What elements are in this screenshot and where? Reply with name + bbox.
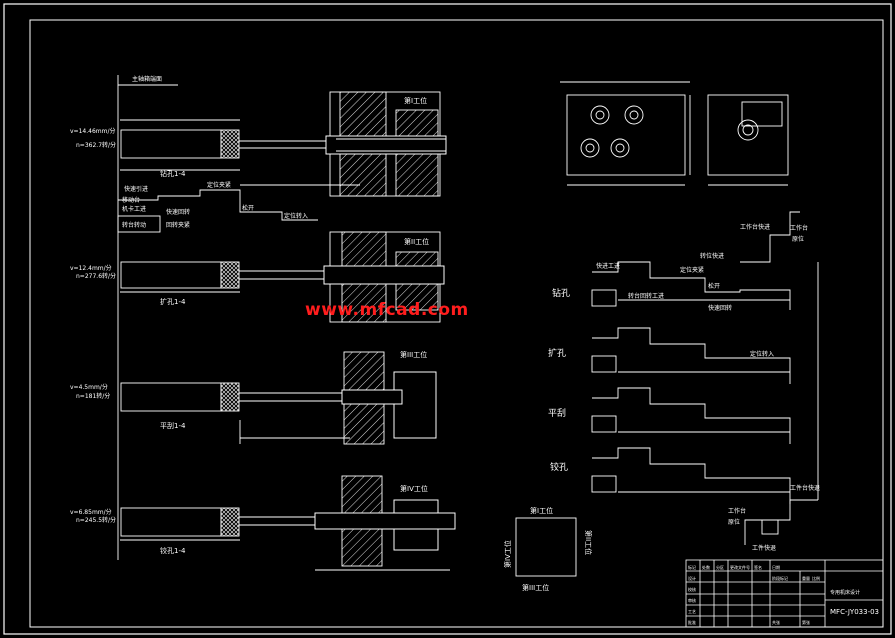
outer-frame <box>3 3 892 635</box>
title-block-cell-9: 工艺 <box>688 609 696 614</box>
station-1-tooling <box>120 91 447 197</box>
title-block-cell-4: 签名 <box>754 564 762 570</box>
title-block-cell-5: 日期 <box>772 564 780 570</box>
small-cycle-right-1: 定位转入 <box>284 212 308 220</box>
right-cycle-bottom-2: 原位 <box>728 518 740 526</box>
small-cycle-right-0: 松开 <box>242 204 254 212</box>
title-block <box>685 559 884 628</box>
station-2-tooling <box>120 231 445 323</box>
small-cycle-top-1: 定位夹紧 <box>207 181 231 189</box>
station-3-op-label: 平刮1-4 <box>160 421 186 430</box>
small-cycle-left-2: 转台转动 <box>122 221 146 229</box>
square-label-left: 第IV工位 <box>503 540 512 568</box>
right-cycle-side-3: 铰孔 <box>550 461 568 473</box>
title-block-project: 专用机床设计 <box>830 589 860 596</box>
title-block-cell-10: 批准 <box>688 619 696 625</box>
right-cycle-top-2: 原位 <box>792 235 804 243</box>
right-cycle-block-4: 快速回转 <box>708 304 732 312</box>
station-3-tooling <box>120 351 437 445</box>
station-2-title: 第II工位 <box>404 237 429 246</box>
right-cycle-block-0: 快进工进 <box>596 262 620 270</box>
right-cycle-bottom-0: 工件台快退 <box>790 484 820 492</box>
title-block-cell-15: 第张 <box>802 619 810 625</box>
station-4-speed-a: v=6.85mm/分 <box>70 508 112 516</box>
part-side-view <box>707 94 789 176</box>
station-1-title: 第I工位 <box>404 96 427 105</box>
right-cycle-bottom-3: 工件快退 <box>752 544 776 552</box>
part-views <box>560 81 789 186</box>
right-cycle-top-3: 转位快进 <box>700 252 724 260</box>
right-cycle-block-3: 转台回转工进 <box>628 292 664 300</box>
title-block-cell-11: 阶段标记 <box>772 575 788 581</box>
title-block-cell-12: 重量 <box>802 575 810 581</box>
right-cycle-block-5: 定位转入 <box>750 350 774 358</box>
small-cycle-left-1: 机卡工进 <box>122 205 146 213</box>
title-block-cell-7: 校核 <box>688 586 696 592</box>
right-cycle-block-1: 定位夹紧 <box>680 266 704 274</box>
station-4-title: 第IV工位 <box>400 484 428 493</box>
title-block-cell-0: 标记 <box>688 564 696 570</box>
stations-square <box>515 517 577 577</box>
square-label-bottom: 第III工位 <box>522 583 549 592</box>
station-group <box>117 75 456 571</box>
title-block-cell-13: 比例 <box>812 575 820 581</box>
station-3-title: 第III工位 <box>400 350 427 359</box>
right-cycle-bottom-1: 工作台 <box>728 507 746 515</box>
title-block-cell-2: 分区 <box>716 564 724 570</box>
title-block-drawing-no: MFC-JY033-03 <box>830 608 879 616</box>
title-block-cell-1: 处数 <box>702 564 710 570</box>
title-block-cell-14: 共张 <box>772 619 780 625</box>
part-front-view <box>566 94 686 176</box>
station-2-op-label: 扩孔1-4 <box>160 297 186 306</box>
small-cycle-mid-0: 快速回转 <box>166 208 190 216</box>
leader-label: 主轴箱端面 <box>132 75 162 83</box>
square-label-right: 第II工位 <box>584 530 593 555</box>
station-2-speed-b: n=277.6转/分 <box>76 272 116 280</box>
square-label-top: 第I工位 <box>530 506 553 515</box>
right-cycle-top-0: 工作台快进 <box>740 223 770 231</box>
station-1-speed-a: v=14.46mm/分 <box>70 127 115 135</box>
station-3-speed-b: n=181转/分 <box>76 392 110 400</box>
right-cycle-side-0: 钻孔 <box>552 287 570 299</box>
right-cycle-block-2: 松开 <box>708 282 720 290</box>
station-4-op-label: 铰孔1-4 <box>160 546 186 555</box>
small-cycle-left-0: 移动台 <box>122 196 140 204</box>
station-3-speed-a: v=4.5mm/分 <box>70 383 108 391</box>
station-4-speed-b: n=245.5转/分 <box>76 516 116 524</box>
watermark-text: www.mfcad.com <box>305 300 469 320</box>
station-4-tooling <box>120 475 456 571</box>
small-cycle-top-0: 快速引进 <box>124 185 148 193</box>
inner-frame <box>29 19 884 628</box>
station-1-op-label: 钻孔1-4 <box>160 169 186 178</box>
small-cycle-mid-1: 回转夹紧 <box>166 221 190 229</box>
small-cycle-diagram <box>117 189 318 233</box>
right-cycle-side-2: 平刮 <box>548 407 566 419</box>
station-2-speed-a: v=12.4mm/分 <box>70 264 112 272</box>
title-block-cell-3: 更改文件号 <box>730 564 750 570</box>
station-1-speed-b: n=362.7转/分 <box>76 141 116 149</box>
title-block-cell-8: 审核 <box>688 597 696 603</box>
right-cycle-top-1: 工作台 <box>790 224 808 232</box>
title-block-cell-6: 设计 <box>688 575 696 581</box>
right-cycle-diagram <box>591 211 819 545</box>
right-cycle-side-1: 扩孔 <box>548 347 566 359</box>
